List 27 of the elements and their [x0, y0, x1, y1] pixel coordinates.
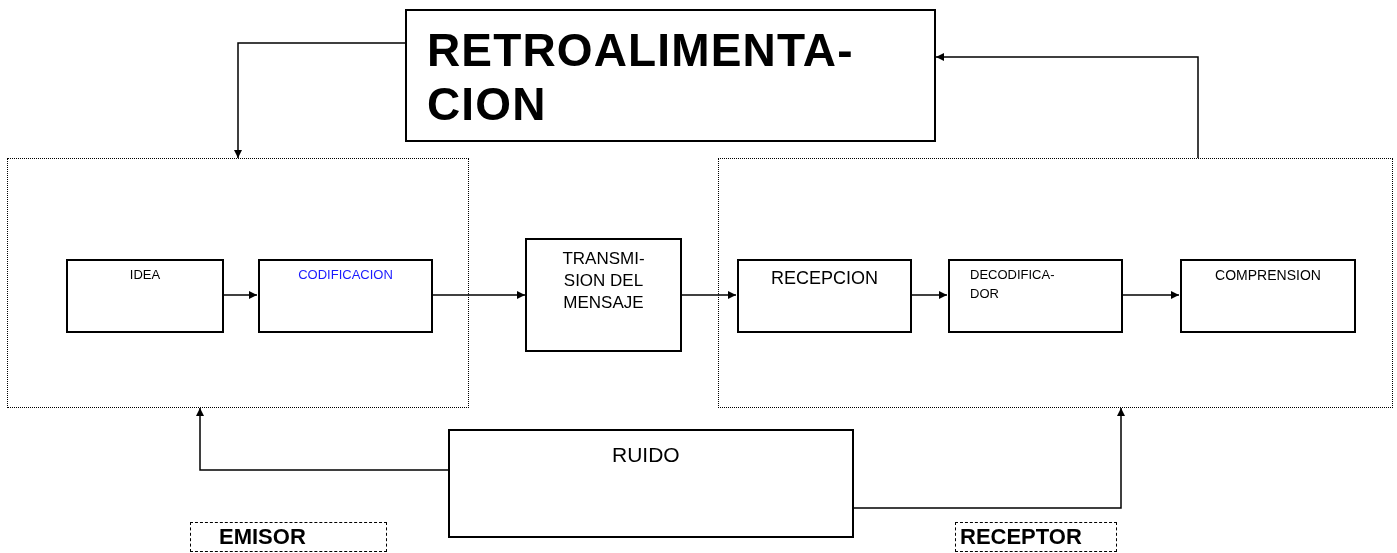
group-box: [7, 158, 469, 408]
box-label: RUIDO: [612, 443, 680, 466]
box-label: TRANSMI- SION DEL MENSAJE: [561, 248, 646, 314]
box-label: CODIFICACION: [298, 266, 393, 284]
process-box: [405, 9, 936, 142]
process-box: [525, 238, 682, 352]
process-box: [737, 259, 912, 333]
arrow: [853, 407, 1125, 509]
arrow: [234, 42, 406, 159]
box-label: RECEPTOR: [960, 524, 1082, 549]
box-label: IDEA: [129, 266, 161, 284]
arrow: [681, 291, 737, 299]
box-label: COMPRENSION: [1215, 266, 1321, 285]
group-box: [718, 158, 1393, 408]
process-box: [448, 429, 854, 538]
box-label: EMISOR: [219, 524, 306, 549]
process-box: [1180, 259, 1356, 333]
arrow: [196, 407, 449, 471]
tag-box: [190, 522, 387, 552]
box-label: DECODIFICA- DOR: [970, 266, 1056, 303]
arrow: [935, 53, 1199, 159]
process-box: [258, 259, 433, 333]
process-box: [66, 259, 224, 333]
box-title: RETROALIMENTA- CION: [427, 24, 854, 130]
tag-box: [955, 522, 1117, 552]
box-label: RECEPCION: [771, 267, 878, 290]
process-box: [948, 259, 1123, 333]
